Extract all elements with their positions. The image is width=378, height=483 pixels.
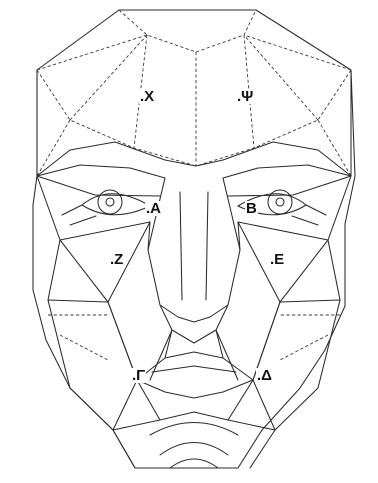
label-e: .E [269,252,285,267]
label-b: B [245,201,258,216]
label-x: .X [139,89,155,104]
jaw-chin [70,380,318,468]
label-delta: .Δ [256,368,273,383]
cheek-facets [37,176,351,388]
label-z: .Z [109,252,124,267]
label-a: .A [145,201,162,216]
label-gamma: .Γ [131,368,146,383]
brow-lines [37,142,351,196]
label-psi: .Ψ [236,89,254,104]
